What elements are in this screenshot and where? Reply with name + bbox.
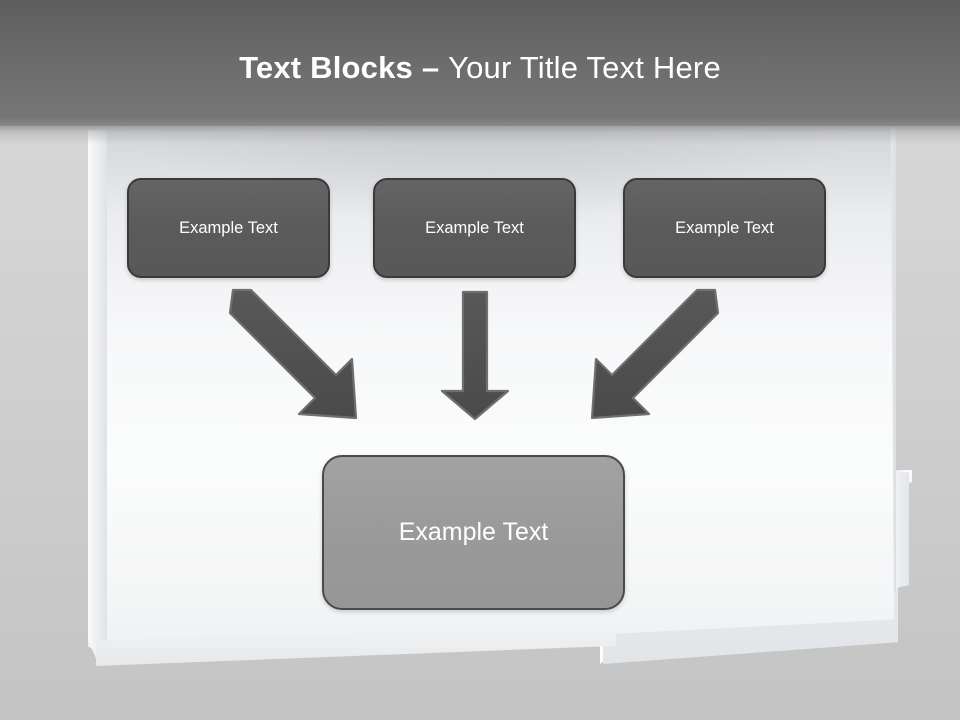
page-title: Text Blocks – Your Title Text Here [0, 50, 960, 86]
text-block-1[interactable]: Example Text [127, 178, 330, 278]
header-band [0, 0, 960, 126]
text-block-2[interactable]: Example Text [373, 178, 576, 278]
title-light-text: Your Title Text Here [448, 50, 721, 85]
board-left-edge [88, 130, 107, 666]
watermark-text [762, 116, 848, 146]
text-block-2-label: Example Text [425, 218, 524, 237]
title-separator: – [421, 50, 449, 85]
text-block-1-label: Example Text [179, 218, 278, 237]
title-bold-text: Text Blocks [239, 50, 422, 85]
text-block-result-label: Example Text [398, 518, 549, 546]
header-fade-overlay [0, 118, 960, 144]
text-block-3-label: Example Text [675, 218, 774, 237]
text-block-result[interactable]: Example Text [322, 455, 625, 610]
text-block-3[interactable]: Example Text [623, 178, 826, 278]
